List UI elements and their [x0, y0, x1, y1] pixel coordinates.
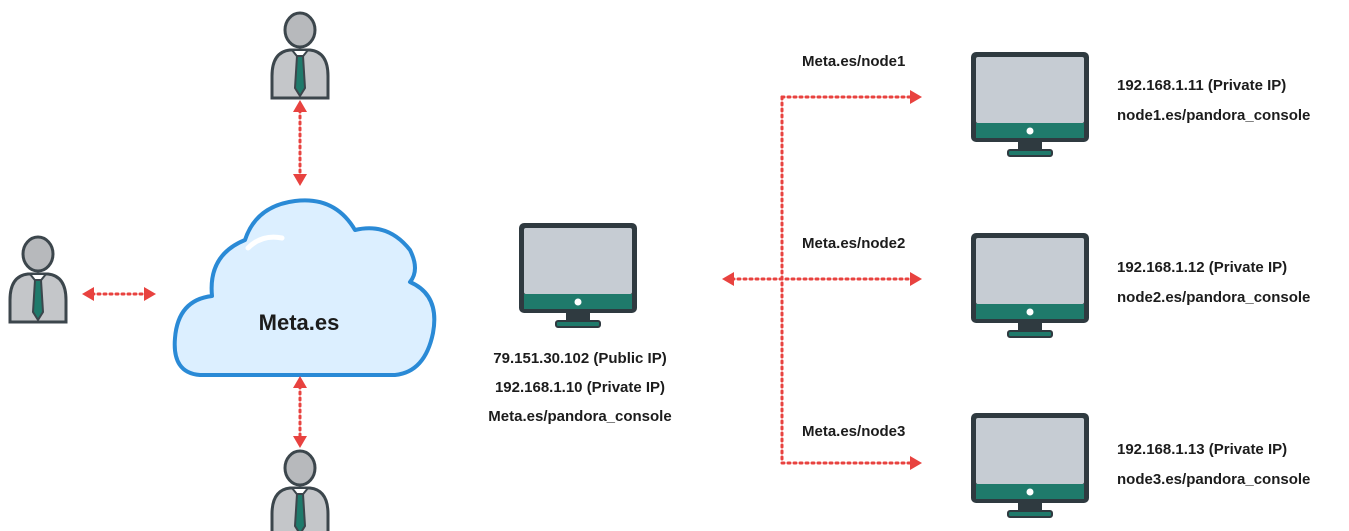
- node-console-url: node3.es/pandora_console: [1117, 471, 1310, 488]
- monitor-icon: [970, 51, 1090, 157]
- node-3: Meta.es/node3 192.168.1.13 (Private IP) …: [802, 412, 1310, 518]
- node-2: Meta.es/node2 192.168.1.12 (Private IP) …: [802, 232, 1310, 338]
- user-icon: [270, 449, 330, 531]
- node-path: Meta.es/node2: [802, 235, 905, 252]
- main-server: 79.151.30.102 (Public IP) 192.168.1.10 (…: [488, 222, 672, 425]
- user-icon: [270, 11, 330, 100]
- monitor-icon: [970, 232, 1090, 338]
- user-bottom: [270, 449, 330, 531]
- node-path: Meta.es/node1: [802, 53, 905, 70]
- node-console-url: node2.es/pandora_console: [1117, 289, 1310, 306]
- link-user-top: [293, 100, 307, 186]
- user-icon: [8, 235, 68, 324]
- node-links: [722, 90, 922, 470]
- main-public-ip: 79.151.30.102 (Public IP): [493, 350, 666, 367]
- main-console-url: Meta.es/pandora_console: [488, 408, 671, 425]
- node-path: Meta.es/node3: [802, 423, 905, 440]
- cloud: Meta.es: [172, 198, 437, 377]
- monitor-icon: [518, 222, 638, 328]
- link-user-left: [82, 287, 156, 301]
- cloud-label: Meta.es: [259, 310, 340, 335]
- node-1: Meta.es/node1 192.168.1.11 (Private IP) …: [802, 51, 1310, 157]
- cloud-icon: [172, 198, 437, 377]
- main-private-ip: 192.168.1.10 (Private IP): [495, 379, 665, 396]
- link-user-bottom: [293, 376, 307, 448]
- user-top: [270, 11, 330, 100]
- node-private-ip: 192.168.1.12 (Private IP): [1117, 259, 1287, 276]
- node-private-ip: 192.168.1.11 (Private IP): [1117, 77, 1286, 94]
- node-console-url: node1.es/pandora_console: [1117, 107, 1310, 124]
- node-private-ip: 192.168.1.13 (Private IP): [1117, 441, 1287, 458]
- monitor-icon: [970, 412, 1090, 518]
- user-left: [8, 235, 68, 324]
